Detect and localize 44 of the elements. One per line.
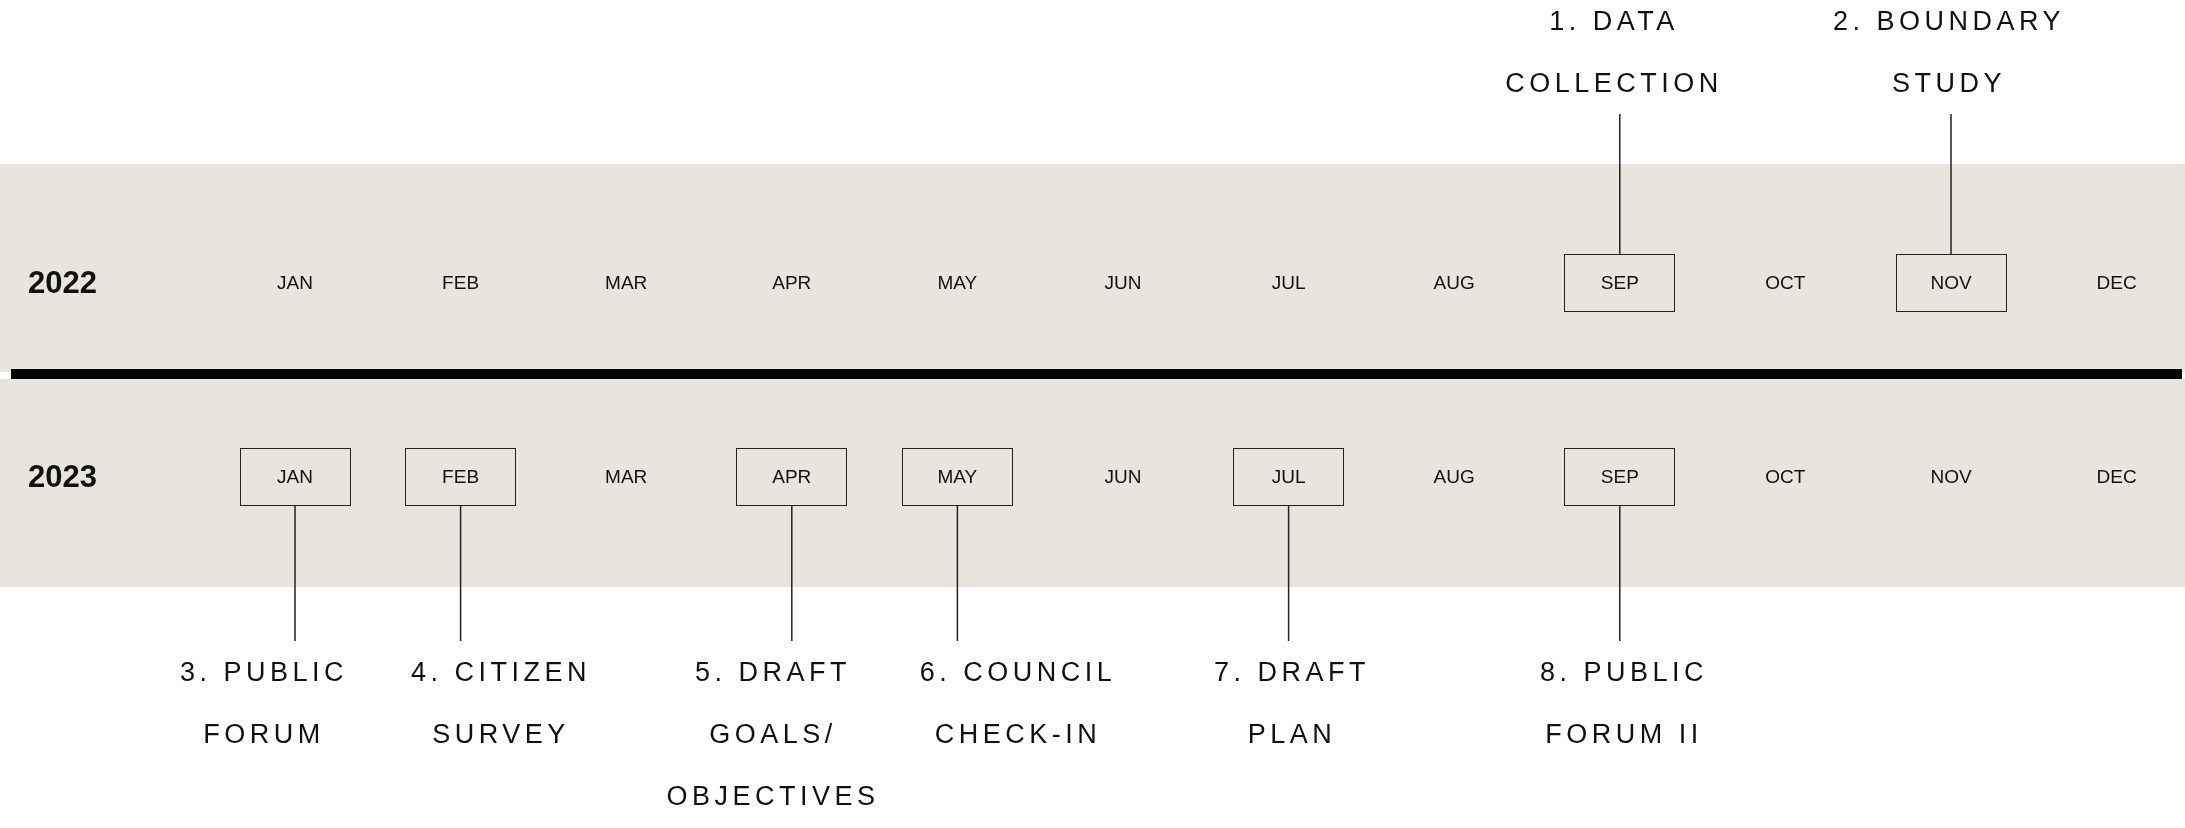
- milestone-label: 5. DRAFT GOALS/ OBJECTIVES: [650, 641, 896, 827]
- month-label: NOV: [1929, 465, 1973, 489]
- month-label: MAR: [604, 465, 649, 489]
- month-label: JUN: [1103, 465, 1143, 489]
- milestone-label: 6. COUNCIL CHECK-IN: [898, 641, 1138, 765]
- month-label: OCT: [1764, 465, 1807, 489]
- month-box: FEB: [405, 448, 517, 506]
- milestone-label: 2. BOUNDARY STUDY: [1819, 0, 2079, 114]
- milestone-label: 7. DRAFT PLAN: [1184, 641, 1400, 765]
- month-label: JUN: [1103, 271, 1143, 295]
- milestone-label: 4. CITIZEN SURVEY: [383, 641, 619, 765]
- month-label: MAR: [604, 271, 649, 295]
- month-label: JUL: [1270, 271, 1307, 295]
- year-label: 2022: [28, 264, 97, 302]
- leader-line: [1287, 505, 1290, 642]
- month-box: JUL: [1233, 448, 1345, 506]
- month-label: MAY: [936, 271, 979, 295]
- month-label: DEC: [2095, 465, 2138, 489]
- leader-line: [459, 505, 462, 642]
- month-label: JAN: [276, 271, 314, 295]
- month-box: NOV: [1895, 254, 2007, 312]
- milestone-label: 8. PUBLIC FORUM II: [1514, 641, 1734, 765]
- leader-line: [1950, 113, 1952, 255]
- month-box: JAN: [239, 448, 351, 506]
- timeline-band: [0, 379, 2185, 587]
- leader-line: [1619, 113, 1621, 255]
- month-label: OCT: [1764, 271, 1807, 295]
- leader-line: [1619, 505, 1621, 642]
- month-label: FEB: [441, 271, 481, 295]
- leader-line: [791, 505, 793, 642]
- month-box: MAY: [901, 448, 1013, 506]
- leader-line: [294, 505, 296, 642]
- month-box: SEP: [1564, 448, 1676, 506]
- milestone-label: 1. DATA COLLECTION: [1489, 0, 1739, 114]
- month-label: AUG: [1432, 465, 1476, 489]
- year-label: 2023: [28, 458, 97, 496]
- month-box: SEP: [1564, 254, 1676, 312]
- leader-line: [956, 505, 959, 642]
- month-label: AUG: [1432, 271, 1476, 295]
- timeline-band: [0, 164, 2185, 372]
- month-box: APR: [736, 448, 848, 506]
- month-label: DEC: [2095, 271, 2138, 295]
- month-label: APR: [771, 271, 813, 295]
- milestone-label: 3. PUBLIC FORUM: [156, 641, 372, 765]
